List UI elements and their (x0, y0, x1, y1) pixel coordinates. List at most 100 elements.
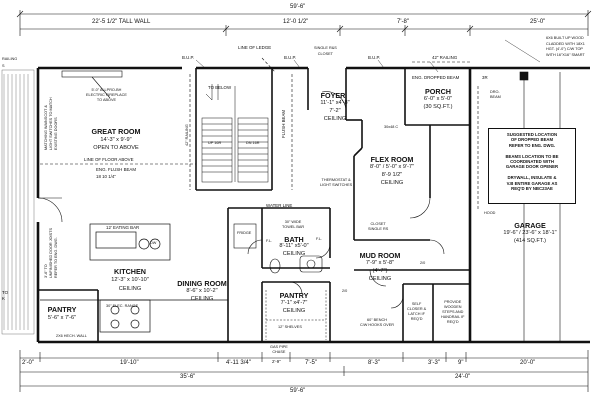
bup-label-1: B.U.P. (182, 55, 195, 60)
three-r-label: 3R (482, 75, 488, 80)
door-size-label-1: 2/0 (342, 289, 348, 293)
pantry-shelves (265, 290, 327, 340)
pantry-mid-note: CEILING (282, 308, 306, 314)
bath-fixtures (233, 223, 323, 274)
closet-30x48-label: 30x48 C (384, 125, 399, 129)
gas-pipe-label: GAS PIPE CHASE (270, 345, 288, 354)
kitchen-note: CEILING (118, 286, 142, 292)
foyer-note: CEILING (323, 116, 347, 122)
fridge-label: FRIDGE (237, 231, 252, 235)
mud-closet-label: CLOSET SINGLE RS (368, 222, 389, 231)
pantry-left-dims: 5'-6" x 7'-6" (47, 315, 77, 321)
top-segment-4: 25'-0" (530, 19, 546, 25)
garage-dims: 19'-6" / 23'-6" x 18'-1" (503, 230, 557, 236)
kitchen-fixtures (40, 223, 228, 333)
overall-bottom-dimension: 59'-6" (290, 388, 306, 394)
garage-name: GARAGE (514, 221, 546, 230)
top-segment-1: 22'-5 1/2" TALL WALL (92, 19, 151, 25)
railings (40, 57, 479, 210)
eating-bar-label: 12' EATING BAR (106, 225, 140, 230)
flex-room-dims: 8'-0" / 5'-0" x 9'-7" (370, 164, 414, 170)
dropped-beam-label: DRO- BEAM (490, 90, 501, 99)
line-floor-above-label: LINE OF FLOOR ABOVE (84, 157, 134, 162)
door-size-label-2: 2/0 (420, 261, 426, 265)
dining-room-dims: 8'-6" x 10'-2" (186, 288, 218, 294)
eng-dropped-beam-label: ENG. DROPPED BEAM (412, 75, 460, 80)
garage-note-box: SUGGESTED LOCATION OF DROPPED BEAM REFER… (488, 128, 576, 204)
stair (201, 84, 269, 183)
interior-walls (38, 68, 470, 342)
porch-name: PORCH (425, 87, 451, 96)
towel-bar-label: 30" WIDE TOWEL BAR (282, 220, 305, 229)
fl-label-2: F.L. (316, 237, 323, 241)
flex-room-note: CEILING (380, 180, 404, 186)
pantry-left-name: PANTRY (47, 305, 77, 314)
range-label: 30" ELEC. RANGE (106, 304, 139, 308)
pantry-mid-dims: 7'-1" x4'-7" (280, 300, 308, 306)
bath-dims: 8'-11" x5'-0" (279, 243, 309, 249)
self-closer-note: SELF CLOSER & LATCH IF REQ'D (407, 302, 427, 321)
porch-dims: 6'-0" x 5'-0" (423, 96, 453, 102)
dishwasher-label: DW (150, 241, 157, 245)
bottom-dim-6: 8'-3" (368, 360, 380, 366)
flex-room-height: 8'-9 1/2" (381, 172, 403, 178)
stair-up-label: UP 16R (208, 141, 222, 145)
line-of-ledge-label: LINE OF LEDGE (238, 45, 272, 50)
bottom-dim-row2-right: 24'-0" (455, 374, 471, 380)
bottom-dim-9: 20'-0" (520, 360, 536, 366)
railing-42-label: 42" RAILING (432, 55, 458, 60)
fl-label-1: F.L. (266, 239, 273, 243)
top-segment-2: 12'-0 1/2" (283, 19, 309, 25)
bath-name: BATH (284, 235, 304, 244)
railing-left-label: RAILING (2, 57, 18, 61)
thermostat-note: THERMOSTAT & LIGHT SWITCHES (320, 178, 353, 187)
dining-room-note: CEILING (190, 296, 214, 302)
bottom-dim-1: 2'-0" (22, 360, 34, 366)
to-below-label: TO BELOW (208, 85, 232, 90)
stair-down-label: DN 16R (246, 141, 260, 145)
top-segment-3: 7'-8" (397, 19, 409, 25)
water-line-label: WATER LINE (266, 203, 293, 208)
bottom-dim-3: 4'-11 3/4" (226, 360, 251, 366)
foyer-dims: 11'-1" x4'-8" (320, 100, 350, 106)
bath-note: CEILING (282, 251, 306, 257)
railing-left-label-2: S (2, 64, 5, 68)
railing-42-vertical-label: 42" RAILING (185, 124, 189, 146)
bottom-dim-5: 7'-5" (305, 360, 317, 366)
fireplace-note: 5'-0" ALLPRO-BH ELECTRIC FIREPLACE TO AB… (86, 88, 127, 102)
mud-room-note: CEILING (368, 276, 392, 282)
eng-flush-beam-label: ENG. FLUSH BEAM (96, 167, 137, 172)
mud-room-height: (4'-7") (372, 268, 388, 274)
garage-note: (414 SQ.FT.) (513, 238, 547, 244)
foyer-height: 7'-2" (329, 108, 341, 114)
garage-note-text: SUGGESTED LOCATION OF DROPPED BEAM REFER… (505, 132, 559, 192)
bottom-dim-4: 2'-9" (272, 359, 281, 364)
great-room-note: OPEN TO ABOVE (93, 145, 139, 151)
eng-flush-beam-size: 18 10 1/4" (96, 174, 116, 179)
bench-note: 60" BENCH C/W HOOKS OVER (360, 318, 394, 327)
overall-top-dimension: 59'-6" (290, 4, 306, 10)
bottom-dim-7: 3'-3" (428, 360, 440, 366)
foyer-name: FOYER (320, 91, 346, 100)
hood-label: HOOD (484, 211, 496, 215)
top-dimension-lines (16, 10, 592, 36)
leader-lines (195, 39, 541, 73)
fireplace (61, 70, 123, 99)
wooden-steps-note: PROVIDE WOODEN STEPS AND HANDRAIL IF REQ… (441, 300, 465, 324)
pantry-mid-name: PANTRY (279, 291, 309, 300)
wainscot-note: MATCHING WAINSCOT & LIGHT SWITCHES TO MA… (44, 97, 58, 150)
bottom-dimension-lines (19, 350, 589, 392)
bottom-dim-row2-left: 35'-6" (180, 374, 196, 380)
mech-wall-label: 2X6 HECH. WALL (56, 334, 87, 338)
kitchen-dims: 12'-3" x 10'-10" (111, 277, 149, 283)
left-deck (1, 69, 35, 335)
left-edge-label: TO K (2, 290, 9, 301)
door-note: 3'-6" TO UNFINISHED DOOR JOISTS REFER TO… (44, 228, 58, 278)
doors (37, 91, 445, 309)
shelves-label: 12" SHELVES (278, 325, 302, 329)
exterior-walls (36, 66, 590, 344)
dining-room-name: DINING ROOM (177, 279, 227, 288)
bup-label-2: B.U.P. (284, 55, 297, 60)
flush-beam-label: FLUSH BEAM (281, 109, 286, 138)
